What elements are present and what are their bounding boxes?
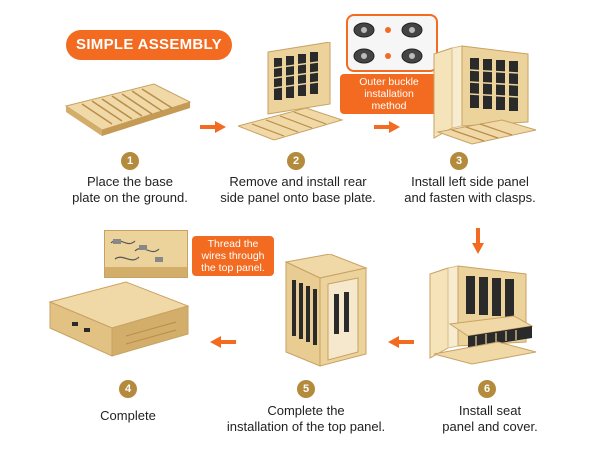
step-1-illustration <box>64 83 192 136</box>
wiring-icon <box>105 231 187 277</box>
step-number-badge: 3 <box>450 152 468 170</box>
step-caption: Install left side panel and fasten with … <box>404 174 536 205</box>
step-6-illustration <box>429 265 537 365</box>
buckle-callout: Outer buckle installation method <box>340 74 438 114</box>
step-number-badge: 5 <box>297 380 315 398</box>
arrow-icon <box>374 121 400 133</box>
step-caption: Complete the installation of the top pan… <box>226 403 386 434</box>
buckle-icon <box>353 22 423 64</box>
step-number-badge: 1 <box>121 152 139 170</box>
step-2-illustration <box>238 42 344 141</box>
step-4-illustration <box>48 281 190 357</box>
step-number-badge: 6 <box>478 380 496 398</box>
top-panel-inset <box>104 230 188 278</box>
arrow-icon <box>388 336 414 348</box>
step-5-illustration <box>284 254 368 367</box>
arrow-icon <box>210 336 236 348</box>
wires-callout: Thread the wires through the top panel. <box>192 236 274 276</box>
step-caption: Remove and install rear side panel onto … <box>220 174 376 205</box>
arrow-icon <box>200 121 226 133</box>
step-caption: Install seat panel and cover. <box>442 403 538 434</box>
arrow-icon <box>472 228 484 254</box>
buckle-detail-inset <box>346 14 438 72</box>
step-number-badge: 2 <box>287 152 305 170</box>
step-caption: Place the base plate on the ground. <box>72 174 188 205</box>
step-number-badge: 4 <box>119 380 137 398</box>
step-caption: Complete <box>100 408 156 423</box>
page-title: SIMPLE ASSEMBLY <box>66 30 232 60</box>
step-3-illustration <box>433 45 537 145</box>
